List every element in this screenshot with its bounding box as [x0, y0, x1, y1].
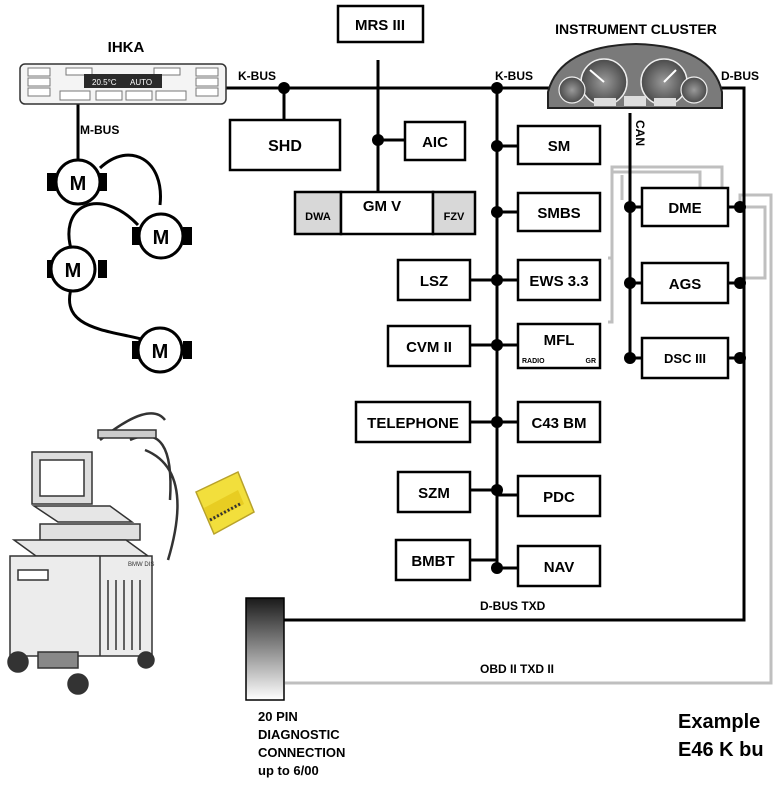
bmbt-box: BMBT [394, 538, 472, 582]
mfl-gr-label: GR [586, 358, 597, 365]
instrument-cluster-icon [547, 42, 723, 109]
szm-label: SZM [418, 485, 450, 502]
motor-2: M [132, 212, 192, 260]
caption-line1: Example [678, 711, 760, 733]
mfl-radio-label: RADIO [522, 358, 545, 365]
dme-box: DME [640, 186, 730, 228]
motor-4: M [132, 326, 192, 374]
pdc-label: PDC [543, 489, 575, 506]
ihka-display-temp: 20.5°C [92, 78, 117, 87]
obd-label: OBD II TXD II [480, 662, 554, 676]
connector-label-line4: up to 6/00 [258, 763, 319, 778]
aic-box: AIC [403, 120, 467, 162]
k-bus-right-label: K-BUS [495, 69, 533, 83]
ihka-display-mode: AUTO [130, 78, 152, 87]
sm-box: SM [516, 124, 602, 166]
motor-1: M [47, 158, 107, 206]
mfl-box: MFL RADIO GR [516, 322, 602, 370]
c43-label: C43 BM [531, 415, 586, 432]
lsz-box: LSZ [396, 258, 472, 302]
szm-box: SZM [396, 470, 472, 514]
nav-label: NAV [544, 559, 575, 576]
cvm-label: CVM II [406, 339, 452, 356]
cvm-box: CVM II [386, 324, 472, 368]
adapter-icon [195, 470, 255, 536]
c43-box: C43 BM [516, 400, 602, 444]
smbs-label: SMBS [537, 205, 580, 222]
ihka-panel: 20.5°C AUTO [19, 63, 227, 105]
motor-4-label: M [152, 341, 169, 363]
motor-1-label: M [70, 173, 87, 195]
diagnostic-connector [245, 597, 285, 701]
motor-2-label: M [153, 227, 170, 249]
motor-3: M [47, 245, 107, 293]
bmbt-label: BMBT [411, 553, 454, 570]
telephone-box: TELEPHONE [354, 400, 472, 444]
ags-box: AGS [640, 261, 730, 305]
dsc-label: DSC III [664, 351, 706, 366]
connector-label-line3: CONNECTION [258, 745, 345, 760]
ihka-label: IHKA [108, 39, 145, 56]
k-bus-left-label: K-BUS [238, 69, 276, 83]
shd-box: SHD [228, 118, 342, 172]
shd-label: SHD [268, 138, 302, 155]
mrs-label: MRS III [355, 17, 405, 34]
caption-line2: E46 K bu [678, 739, 764, 761]
dsc-box: DSC III [640, 336, 730, 380]
can-label: CAN [633, 120, 647, 146]
obd-wiring [285, 165, 773, 685]
lsz-label: LSZ [420, 273, 448, 290]
junction-dots [278, 82, 746, 574]
m-bus-label: M-BUS [80, 123, 119, 137]
connector-label-line1: 20 PIN [258, 709, 298, 724]
mfl-label: MFL [544, 332, 575, 349]
ews-box: EWS 3.3 [516, 258, 602, 302]
nav-box: NAV [516, 544, 602, 588]
dwa-label: DWA [305, 211, 331, 223]
aic-label: AIC [422, 134, 448, 151]
sm-label: SM [548, 138, 571, 155]
motor-3-label: M [65, 260, 82, 282]
instrument-cluster-label: INSTRUMENT CLUSTER [555, 21, 717, 37]
tester-brand-label: BMW DIS [128, 562, 154, 568]
pdc-box: PDC [516, 474, 602, 518]
connector-label-line2: DIAGNOSTIC [258, 727, 340, 742]
ews-label: EWS 3.3 [529, 273, 588, 290]
diagnostic-tester-icon: BMW DIS [7, 412, 179, 695]
d-bus-txd-label: D-BUS TXD [480, 599, 546, 613]
gm-box: DWA GM V FZV [293, 190, 477, 236]
ags-label: AGS [669, 276, 702, 293]
d-bus-label: D-BUS [721, 69, 759, 83]
mrs-box: MRS III [336, 4, 425, 44]
gm-label: GM V [363, 198, 401, 215]
dme-label: DME [668, 200, 701, 217]
telephone-label: TELEPHONE [367, 415, 459, 432]
fzv-label: FZV [444, 211, 465, 223]
smbs-box: SMBS [516, 191, 602, 233]
